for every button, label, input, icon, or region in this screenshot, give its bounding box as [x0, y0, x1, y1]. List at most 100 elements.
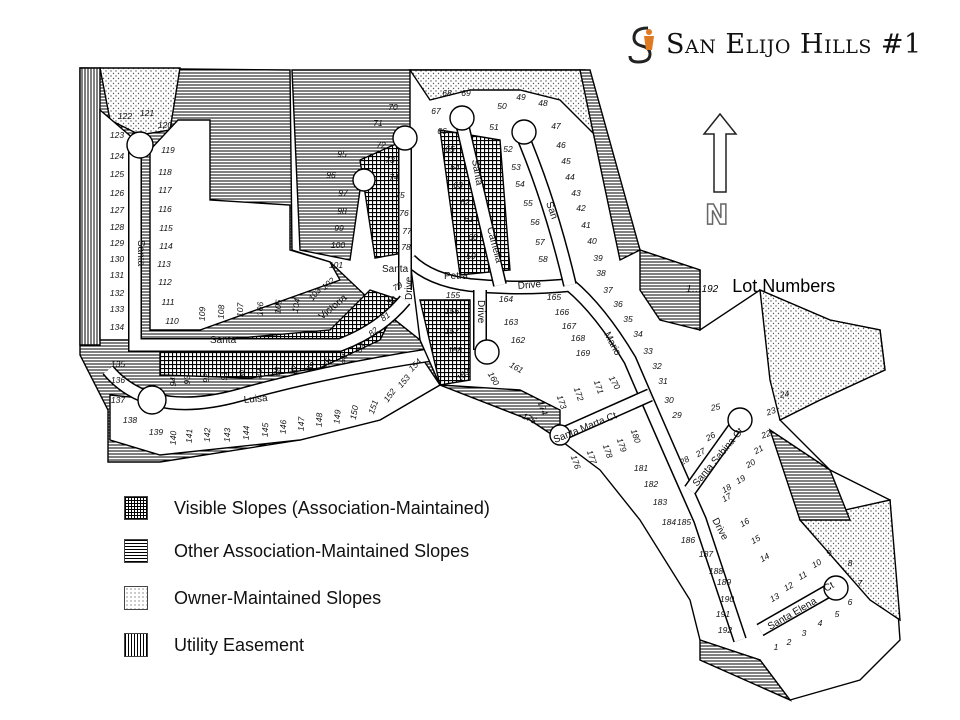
lot-label-188: 188 [709, 566, 723, 576]
lot-label-37: 37 [603, 285, 613, 295]
lot-label-127: 127 [110, 205, 124, 215]
lot-label-120: 120 [158, 120, 172, 130]
lot-label-85: 85 [321, 357, 334, 370]
lot-label-75: 75 [395, 190, 405, 200]
lot-label-141: 141 [184, 428, 194, 443]
west-section [79, 67, 441, 463]
lot-label-69: 69 [461, 88, 471, 98]
lot-label-169: 169 [576, 348, 590, 358]
lot-label-116: 116 [158, 204, 172, 214]
lot-label-48: 48 [538, 98, 548, 108]
map-title: San Elijo Hills #1 [626, 22, 922, 66]
lot-label-144: 144 [241, 425, 251, 440]
lot-label-113: 113 [157, 259, 171, 269]
lot-label-128: 128 [110, 222, 124, 232]
lot-label-93: 93 [182, 375, 192, 385]
lot-label-130: 130 [110, 254, 124, 264]
lot-label-191: 191 [716, 609, 730, 619]
lot-label-26: 26 [703, 430, 717, 444]
lot-label-60: 60 [468, 232, 478, 242]
lot-label-125: 125 [110, 169, 124, 179]
lot-label-133: 133 [110, 304, 124, 314]
lot-label-24: 24 [778, 388, 790, 400]
lot-label-151: 151 [366, 398, 380, 415]
lot-label-131: 131 [110, 270, 124, 280]
lot-label-36: 36 [613, 299, 623, 309]
lot-label-47: 47 [551, 121, 561, 131]
lot-label-192: 192 [718, 625, 732, 635]
lot-label-34: 34 [633, 329, 643, 339]
lot-label-20: 20 [743, 457, 757, 471]
lot-label-65: 65 [445, 144, 455, 154]
lot-label-106: 106 [255, 301, 265, 316]
lot-label-28: 28 [677, 454, 691, 468]
lot-label-25: 25 [709, 401, 721, 413]
lot-label-90: 90 [237, 370, 247, 380]
lot-label-62: 62 [460, 197, 470, 207]
lot-label-49: 49 [516, 92, 526, 102]
lot-label-52: 52 [503, 144, 513, 154]
lot-label-182: 182 [644, 479, 658, 489]
lot-label-1: 1 [774, 642, 779, 652]
lot-label-7: 7 [858, 578, 863, 588]
lot-label-173: 173 [555, 394, 569, 411]
lot-label-30: 30 [664, 395, 674, 405]
lot-label-101: 101 [329, 260, 343, 270]
street-santa-petra: Santa [382, 264, 409, 275]
lot-label-157: 157 [445, 326, 459, 336]
lot-label-189: 189 [717, 577, 731, 587]
lot-label-149: 149 [331, 409, 342, 424]
lot-label-15: 15 [749, 533, 762, 547]
lot-numbers-key: 1…192 Lot Numbers [686, 276, 835, 297]
lot-label-178: 178 [601, 443, 615, 460]
lot-label-136: 136 [111, 375, 125, 385]
lot-label-147: 147 [296, 416, 306, 431]
legend-label: Other Association-Maintained Slopes [174, 540, 470, 561]
lot-label-13: 13 [768, 591, 781, 605]
legend-item-owner-slopes: Owner-Maintained Slopes [124, 586, 584, 610]
lot-label-167: 167 [562, 321, 576, 331]
lot-label-158: 158 [448, 345, 462, 355]
lot-label-150: 150 [348, 404, 360, 420]
lot-label-138: 138 [123, 415, 137, 425]
lot-label-19: 19 [734, 473, 747, 487]
lot-label-190: 190 [720, 594, 734, 604]
lot-label-94: 94 [168, 377, 178, 387]
lot-label-51: 51 [489, 122, 499, 132]
street-luisa: Luisa [243, 393, 268, 406]
lot-label-18: 18 [720, 482, 733, 496]
lot-label-121: 121 [140, 108, 154, 118]
lot-label-68: 68 [442, 88, 452, 98]
lot-label-134: 134 [110, 322, 124, 332]
lot-label-10: 10 [810, 557, 823, 571]
lot-label-183: 183 [653, 497, 667, 507]
lot-label-156: 156 [445, 306, 459, 316]
lot-label-155: 155 [446, 290, 460, 300]
lot-label-72: 72 [376, 140, 386, 150]
lot-label-44: 44 [565, 172, 575, 182]
lot-label-168: 168 [571, 333, 585, 343]
lot-label-177: 177 [585, 449, 599, 466]
lot-label-115: 115 [159, 223, 173, 233]
lot-label-112: 112 [158, 277, 172, 287]
lot-label-3: 3 [802, 628, 807, 638]
lot-label-38: 38 [596, 268, 606, 278]
lot-label-117: 117 [158, 185, 172, 195]
lot-label-146: 146 [278, 419, 288, 434]
lot-label-33: 33 [643, 346, 653, 356]
lot-label-176: 176 [569, 454, 583, 471]
lot-label-5: 5 [835, 609, 840, 619]
lot-label-53: 53 [511, 162, 521, 172]
lot-label-186: 186 [681, 535, 695, 545]
lot-label-137: 137 [111, 395, 125, 405]
street-santa-camelia: Santa [469, 159, 484, 187]
lot-label-23: 23 [764, 405, 778, 418]
lot-label-104: 104 [290, 297, 302, 313]
lot-label-148: 148 [314, 412, 324, 427]
lot-label-95: 95 [337, 149, 347, 159]
lot-label-129: 129 [110, 238, 124, 248]
lot-label-41: 41 [581, 220, 591, 230]
lot-label-114: 114 [159, 241, 173, 251]
lot-label-78: 78 [401, 242, 411, 252]
